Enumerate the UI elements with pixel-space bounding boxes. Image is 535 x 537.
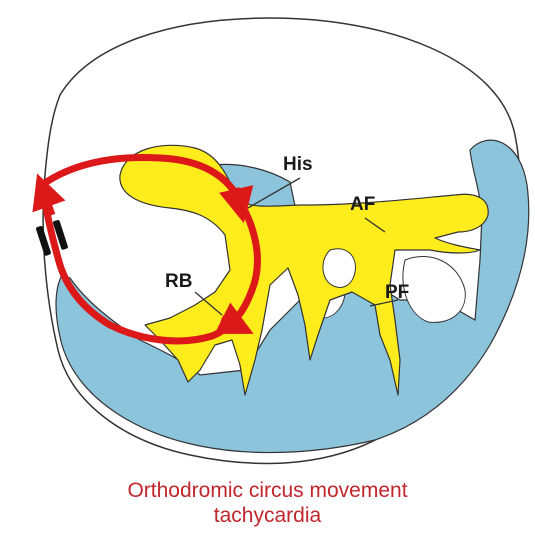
conduction-window <box>323 249 356 288</box>
caption-line-2: tachycardia <box>0 503 535 528</box>
caption: Orthodromic circus movement tachycardia <box>0 478 535 528</box>
label-his: His <box>283 154 313 175</box>
arrow-right <box>236 188 240 206</box>
caption-line-1: Orthodromic circus movement <box>0 478 535 503</box>
label-af: AF <box>350 194 375 215</box>
label-pf: PF <box>385 282 409 303</box>
label-rb: RB <box>165 271 192 292</box>
